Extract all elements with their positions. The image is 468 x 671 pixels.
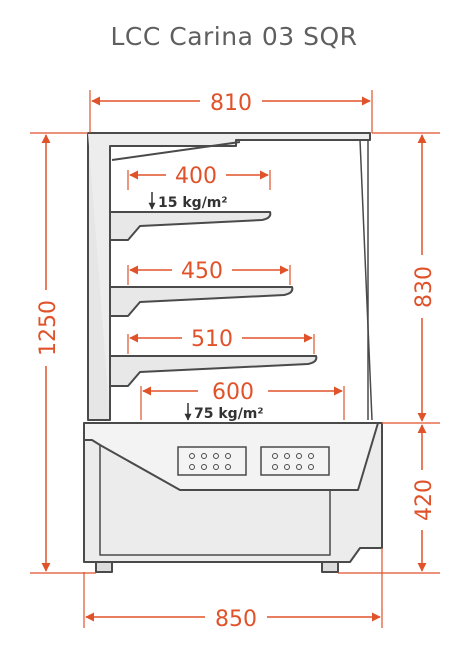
dim-label-total-height: 1250 [36, 300, 61, 356]
top-canopy [88, 132, 371, 420]
dim-label-bottom-width: 850 [215, 607, 257, 632]
front-glass [359, 139, 373, 421]
extension-lines [30, 90, 440, 628]
dim-label-shelf-2: 450 [181, 259, 223, 284]
left-foot [95, 561, 113, 573]
dim-label-top-width: 810 [210, 91, 252, 116]
page-title: LCC Carina 03 SQR [110, 22, 358, 51]
shelf-3 [109, 355, 318, 387]
canopy-slope [111, 141, 241, 161]
dim-label-base: 600 [212, 380, 254, 405]
dim-label-shelf-1: 400 [175, 164, 217, 189]
cabinet-body [83, 132, 383, 573]
control-panel-right [260, 446, 330, 476]
dim-label-upper-height: 830 [412, 266, 437, 308]
dim-label-lower-height: 420 [412, 479, 437, 521]
load-label-shelf: 15 kg/m² [158, 195, 228, 211]
shelf-2 [109, 286, 294, 317]
right-foot [321, 561, 339, 573]
load-label-base: 75 kg/m² [194, 406, 264, 422]
shelf-1 [109, 211, 272, 241]
dim-label-shelf-3: 510 [191, 327, 233, 352]
control-panel-left [177, 446, 247, 476]
